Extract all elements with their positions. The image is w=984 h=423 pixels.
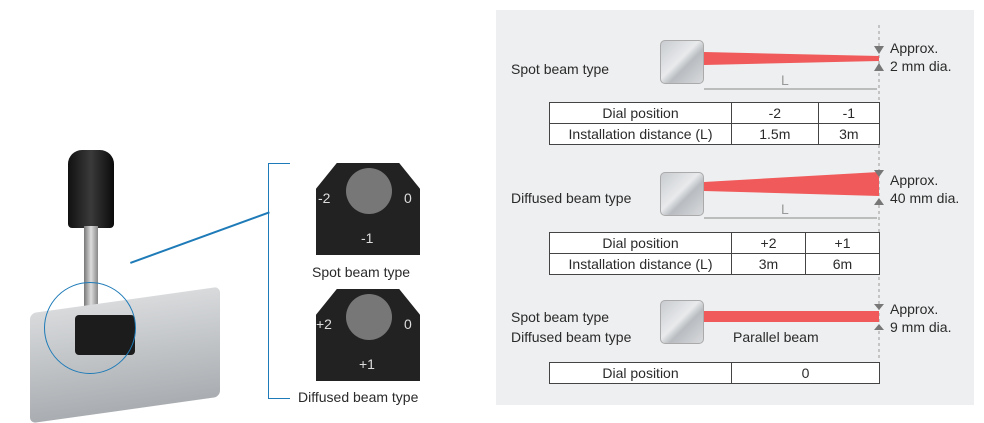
parallel-label-diffused: Diffused beam type bbox=[511, 329, 632, 345]
sensor-photo bbox=[0, 150, 240, 423]
sensor-icon bbox=[660, 300, 704, 344]
diffused-dial-caption: Diffused beam type bbox=[298, 389, 419, 405]
screw-head-icon bbox=[346, 168, 392, 214]
beam-panel bbox=[496, 10, 974, 405]
cell: Dial position bbox=[549, 362, 732, 384]
sensor-icon bbox=[660, 40, 704, 84]
parallel-beam bbox=[704, 311, 879, 322]
cell: Dial position bbox=[549, 102, 732, 124]
cell: +1 bbox=[805, 232, 880, 254]
cell: +2 bbox=[731, 232, 806, 254]
spot-size-value: 40 mm dia. bbox=[890, 190, 960, 206]
cell: 0 bbox=[731, 362, 880, 384]
cell: -2 bbox=[731, 102, 819, 124]
spot-size-label: Approx. bbox=[890, 40, 939, 56]
dial-label-center: -1 bbox=[361, 230, 374, 246]
cell: -1 bbox=[817, 102, 881, 124]
cell: 1.5m bbox=[731, 123, 819, 145]
dial-label-right: 0 bbox=[404, 190, 412, 206]
diffused-beam bbox=[704, 172, 879, 196]
dial-label-left: -2 bbox=[318, 190, 331, 206]
cell: 3m bbox=[817, 123, 881, 145]
spot-beam bbox=[704, 52, 879, 65]
bracket bbox=[268, 163, 290, 399]
spot-table: Dial position-2-1 Installation distance … bbox=[549, 102, 881, 145]
spot-beam-label: Spot beam type bbox=[511, 61, 610, 77]
distance-label: L bbox=[781, 201, 789, 217]
sensor-icon bbox=[660, 172, 704, 216]
table-row: Dial position+2+1 bbox=[549, 232, 880, 254]
distance-label: L bbox=[781, 72, 789, 88]
spot-size-value: 9 mm dia. bbox=[890, 319, 952, 335]
parallel-label-spot: Spot beam type bbox=[511, 309, 610, 325]
screwdriver-handle bbox=[68, 150, 114, 228]
cell: 6m bbox=[805, 253, 880, 275]
dial-label-left: +2 bbox=[316, 316, 332, 332]
dial-label-right: 0 bbox=[404, 316, 412, 332]
dial-label-center: +1 bbox=[359, 356, 375, 372]
table-row: Dial position-2-1 bbox=[549, 102, 881, 124]
diffused-beam-label: Diffused beam type bbox=[511, 190, 632, 206]
spot-size-label: Approx. bbox=[890, 301, 939, 317]
cell: Dial position bbox=[549, 232, 732, 254]
spot-size-label: Approx. bbox=[890, 172, 939, 188]
cell: Installation distance (L) bbox=[549, 253, 732, 275]
diffused-table: Dial position+2+1 Installation distance … bbox=[549, 232, 880, 275]
spot-dial-caption: Spot beam type bbox=[312, 264, 411, 280]
cell: Installation distance (L) bbox=[549, 123, 732, 145]
spot-size-value: 2 mm dia. bbox=[890, 58, 952, 74]
parallel-beam-label: Parallel beam bbox=[733, 329, 819, 345]
cell: 3m bbox=[731, 253, 806, 275]
magnifier-circle bbox=[44, 282, 136, 374]
screw-head-icon bbox=[346, 294, 392, 340]
